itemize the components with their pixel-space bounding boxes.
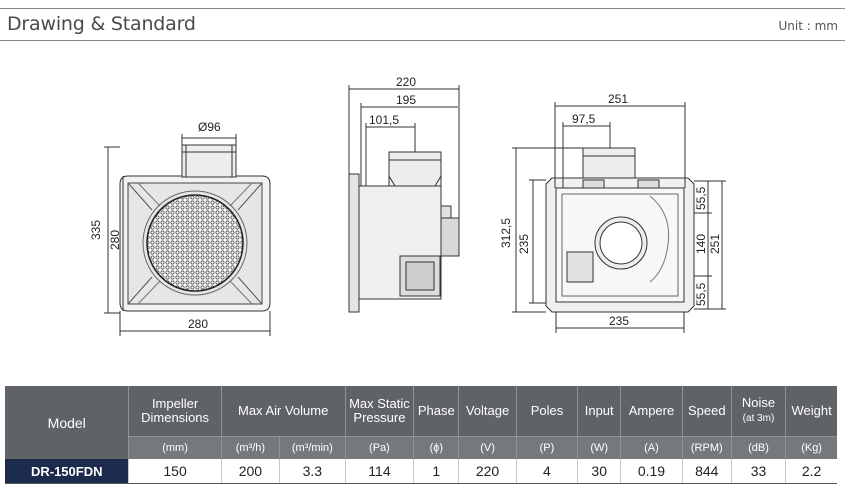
unit-cell: (m³/h) <box>220 436 280 459</box>
col-model-header: Model <box>5 386 129 459</box>
front-view <box>104 134 271 336</box>
front-dia-label: Ø96 <box>198 120 221 134</box>
col-phase-header: Phase <box>413 386 459 437</box>
back-right-total-label: 251 <box>708 234 722 254</box>
value-cell: 114 <box>344 459 414 484</box>
unit-cell: (P) <box>515 436 578 459</box>
unit-cell: (m³/min) <box>279 436 346 459</box>
unit-cell: (W) <box>577 436 621 459</box>
value-cell: 220 <box>458 459 517 484</box>
unit-cell: (Pa) <box>344 436 414 459</box>
table-row: DR-150FDN 150 200 3.3 114 1 220 4 30 0.1… <box>5 459 837 484</box>
value-cell: 150 <box>128 459 222 484</box>
front-width-label: 280 <box>188 317 208 331</box>
col-air-volume-header: Max Air Volume <box>220 386 346 437</box>
col-ampere-header: Ampere <box>620 386 683 437</box>
value-cell: 0.19 <box>620 459 683 484</box>
technical-drawings: Ø96 335 280 280 220 195 101,5 <box>89 75 726 336</box>
value-cell: 2.2 <box>785 459 837 484</box>
unit-label: Unit : mm <box>778 19 838 33</box>
col-poles-header: Poles <box>515 386 578 437</box>
col-voltage-header: Voltage <box>458 386 517 437</box>
front-inner-height-label: 280 <box>108 230 122 250</box>
header-bottom-rule <box>0 40 845 41</box>
page-title: Drawing & Standard <box>7 13 196 35</box>
unit-cell: (V) <box>458 436 517 459</box>
back-right-mid-label: 140 <box>694 234 708 254</box>
back-bottom-width-label: 235 <box>609 314 629 328</box>
col-noise-header: Noise (at 3m) <box>730 386 786 437</box>
side-view <box>348 85 460 313</box>
unit-cell: (dB) <box>730 436 786 459</box>
value-cell: 4 <box>515 459 578 484</box>
back-height-label: 312,5 <box>499 218 513 248</box>
side-half-label: 101,5 <box>369 113 399 127</box>
unit-cell: (Kg) <box>785 436 837 459</box>
back-inner-height-label: 235 <box>517 234 531 254</box>
back-right-top-label: 55,5 <box>694 186 708 210</box>
back-width-label: 251 <box>608 92 628 106</box>
header-top-rule <box>0 8 845 9</box>
value-cell: 3.3 <box>279 459 346 484</box>
back-half-label: 97,5 <box>572 112 596 126</box>
side-overall-label: 220 <box>396 75 416 89</box>
col-impeller-header: Impeller Dimensions <box>128 386 222 437</box>
side-body-label: 195 <box>396 93 416 107</box>
col-input-header: Input <box>577 386 621 437</box>
value-cell: 33 <box>730 459 786 484</box>
unit-cell: (mm) <box>128 436 222 459</box>
unit-cell: (A) <box>620 436 683 459</box>
col-static-pressure-header: Max Static Pressure <box>344 386 414 437</box>
unit-cell: (RPM) <box>681 436 732 459</box>
noise-label: Noise <box>741 395 776 410</box>
front-height-label: 335 <box>89 220 103 240</box>
section-header: Drawing & Standard Unit : mm <box>0 0 845 44</box>
back-right-bottom-label: 55,5 <box>694 282 708 306</box>
value-cell: 1 <box>413 459 459 484</box>
value-cell: 844 <box>681 459 732 484</box>
col-speed-header: Speed <box>681 386 732 437</box>
model-name-cell: DR-150FDN <box>5 459 129 484</box>
noise-sub-label: (at 3m) <box>742 413 775 424</box>
spec-table: Model Impeller Dimensions Max Air Volume… <box>5 386 837 484</box>
unit-cell: (ɸ) <box>413 436 459 459</box>
value-cell: 200 <box>220 459 280 484</box>
col-weight-header: Weight <box>785 386 837 437</box>
back-view <box>512 102 726 333</box>
value-cell: 30 <box>577 459 621 484</box>
